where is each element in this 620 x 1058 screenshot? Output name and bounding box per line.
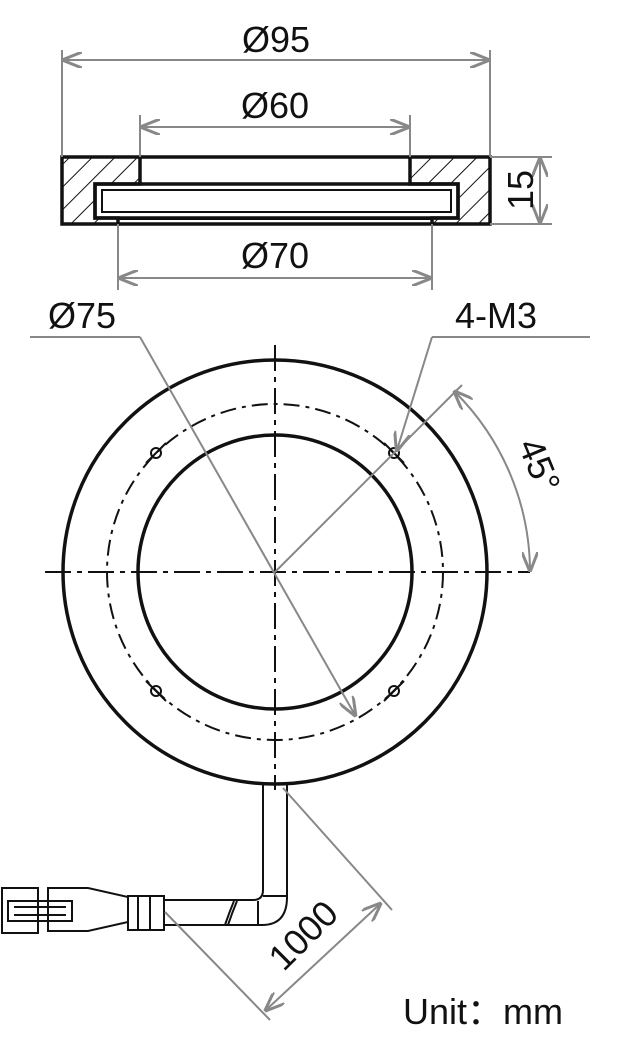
unit-label: Unit：mm xyxy=(403,991,563,1032)
label-d95: Ø95 xyxy=(242,19,310,60)
connector xyxy=(1,887,165,934)
label-d70: Ø70 xyxy=(241,235,309,276)
label-angle: 45° xyxy=(510,432,569,498)
label-h15: 15 xyxy=(500,170,541,210)
label-cable: 1000 xyxy=(260,892,346,978)
label-d60: Ø60 xyxy=(241,85,309,126)
leader-4-m3: 4-M3 xyxy=(397,295,590,450)
label-holes: 4-M3 xyxy=(455,295,537,336)
dimension-d95: Ø95 xyxy=(61,19,491,157)
dimension-angle-45: 45° xyxy=(274,384,569,573)
leader-d75: Ø75 xyxy=(30,295,355,715)
dimension-d60: Ø60 xyxy=(139,85,411,157)
dimension-cable-length: 1000 xyxy=(164,787,393,1021)
mounting-holes xyxy=(145,442,405,702)
cable xyxy=(165,785,288,926)
label-d75: Ø75 xyxy=(48,295,116,336)
front-view xyxy=(45,345,530,790)
dimension-h15: 15 xyxy=(490,156,552,225)
dimension-d70: Ø70 xyxy=(117,224,433,290)
section-view xyxy=(60,155,492,226)
